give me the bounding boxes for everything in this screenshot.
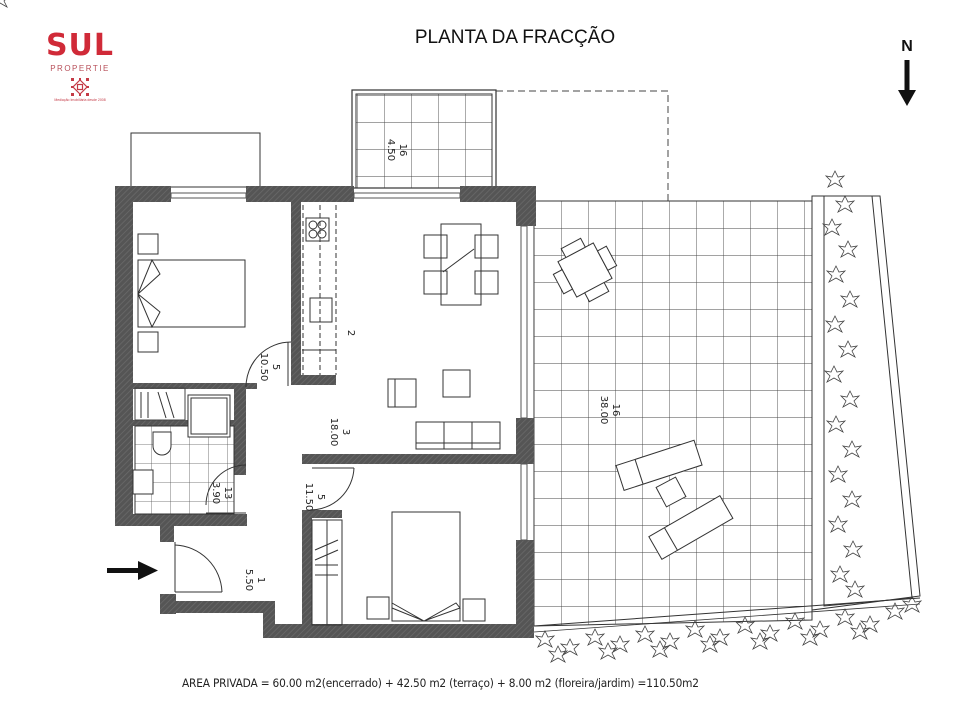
label-balcony-area: 4.50 bbox=[385, 139, 396, 161]
label-bedroom2-number: 5 bbox=[315, 494, 326, 500]
outline-roof bbox=[130, 132, 261, 188]
terrace bbox=[533, 195, 921, 633]
label-bedroom1-area: 10.50 bbox=[258, 353, 269, 382]
label-bathroom-area: 3.90 bbox=[210, 482, 221, 504]
walls bbox=[115, 186, 536, 638]
company-logo: SUL PROPERTIE Mediação Imobiliária desde… bbox=[30, 28, 130, 103]
room-labels: 16 4.50 5 10.50 2 3 18.00 13 3.90 5 11.5… bbox=[210, 139, 621, 591]
logo-brand-text: SUL bbox=[45, 28, 115, 63]
label-living-number: 3 bbox=[340, 429, 351, 435]
logo-tagline: Mediação Imobiliária desde 2008 bbox=[54, 98, 106, 102]
balcony bbox=[351, 89, 497, 189]
label-hall-area: 5.50 bbox=[243, 569, 254, 591]
arrow-down-icon bbox=[898, 60, 916, 106]
label-balcony-number: 16 bbox=[397, 144, 408, 157]
label-terrace-area: 38.00 bbox=[598, 396, 609, 425]
label-terrace-number: 16 bbox=[610, 404, 621, 417]
page-title: PLANTA DA FRACÇÃO bbox=[414, 27, 616, 48]
north-indicator: N bbox=[892, 38, 922, 113]
label-bedroom2-area: 11.50 bbox=[303, 483, 314, 512]
label-living-area: 18.00 bbox=[328, 418, 339, 447]
label-hall-number: 1 bbox=[255, 577, 266, 583]
logo-subtitle: PROPERTIE bbox=[50, 64, 110, 73]
label-bedroom1-number: 5 bbox=[270, 364, 281, 370]
label-bathroom-number: 13 bbox=[222, 487, 233, 500]
label-kitchen-number: 2 bbox=[345, 330, 356, 336]
logo-ornament-icon bbox=[71, 78, 89, 96]
area-summary: AREA PRIVADA = 60.00 m2(encerrado) + 42.… bbox=[182, 676, 699, 690]
windows bbox=[170, 192, 528, 541]
arrow-right-icon bbox=[107, 561, 158, 580]
north-letter: N bbox=[901, 38, 913, 55]
furniture bbox=[132, 205, 734, 626]
